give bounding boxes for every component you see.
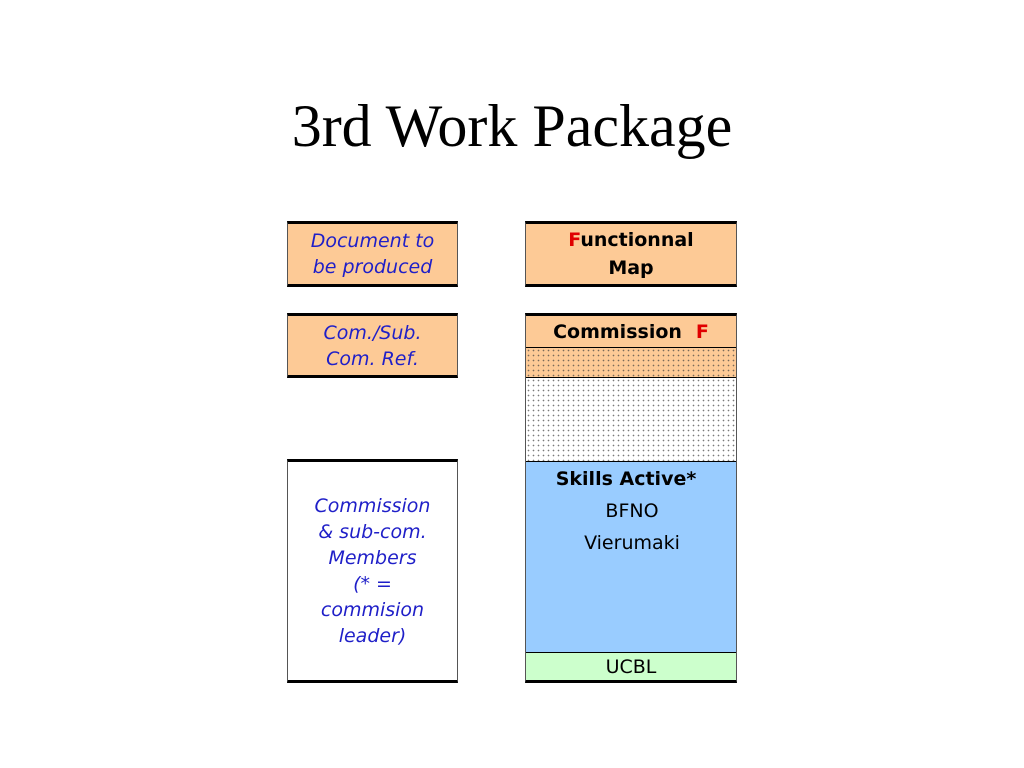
legend-document-line-2: be produced [312, 256, 433, 278]
functional-map-rest: unctionnal [580, 229, 694, 251]
other-member-ucbl: UCBL [605, 656, 657, 678]
functional-map-box: Functionnal Map [525, 221, 737, 287]
members-item-bfno: BFNO [605, 500, 659, 522]
legend-members-line-5: commision [320, 599, 425, 621]
legend-members-box: Commission & sub-com. Members (* = commi… [287, 459, 458, 683]
members-leader: Skills Active* [555, 468, 697, 490]
functional-map-line-1: Functionnal [568, 226, 693, 254]
legend-comref-box: Com./Sub. Com. Ref. [287, 313, 458, 378]
members-area: Skills Active* BFNO Vierumaki [526, 461, 736, 652]
commission-dotted-white [526, 378, 736, 461]
legend-members-line-2: & sub-com. [318, 521, 427, 543]
legend-members-line-3: Members [328, 547, 417, 569]
legend-members-line-1: Commission [314, 495, 431, 517]
legend-document-line-1: Document to [310, 230, 435, 252]
functional-map-line-2: Map [608, 257, 654, 279]
commission-header: Commission F [526, 316, 736, 347]
slide-title: 3rd Work Package [291, 93, 733, 159]
commission-stack: Commission F Skills Active* BFNO Vieruma… [525, 313, 737, 683]
commission-dotted-peach [526, 347, 736, 378]
legend-comref-line-2: Com. Ref. [326, 347, 419, 370]
commission-letter: F [695, 320, 709, 343]
legend-comref-line-1: Com./Sub. [323, 321, 422, 344]
legend-members-line-4: (* = [353, 573, 392, 595]
commission-label: Commission [553, 320, 682, 343]
functional-map-letter: F [568, 229, 581, 251]
other-member-area: UCBL [526, 652, 736, 680]
members-item-vierumaki: Vierumaki [584, 532, 680, 554]
legend-document-box: Document to be produced [287, 221, 458, 287]
legend-members-line-6: leader) [338, 625, 407, 647]
